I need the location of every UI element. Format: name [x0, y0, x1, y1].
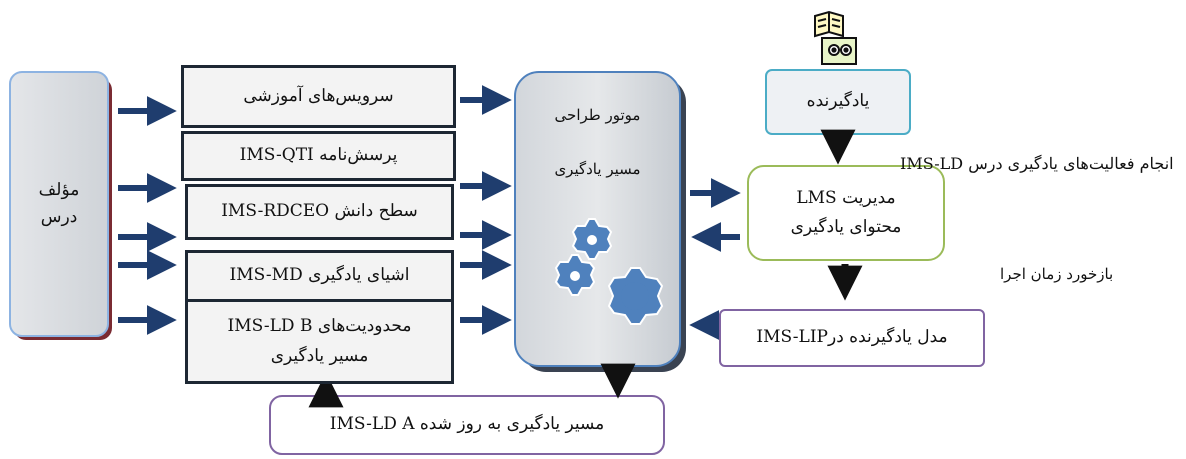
author-label: مؤلف درس [10, 72, 108, 336]
constraints-line2: مسیر یادگیری [270, 345, 369, 366]
learner-model-box [719, 309, 985, 367]
author-to-services-arrows [118, 96, 177, 335]
lms-label: مدیریت LMS محتوای یادگیری [748, 166, 944, 260]
gear-holes [570, 235, 649, 310]
activities-label: انجام فعالیت‌های یادگیری درس IMS-LD [900, 154, 1174, 173]
vertical-flow-arrows [308, 129, 863, 408]
author-line2: درس [40, 207, 78, 227]
constraints-line1: محدودیت‌های IMS-LD B [227, 316, 412, 337]
updated-path-label: مسیر یادگیری به روز شده IMS-LD A [329, 414, 605, 435]
updated-path-box [269, 395, 665, 455]
services-to-engine-arrows [460, 85, 512, 335]
engine-line1: موتور طراحی [554, 106, 641, 124]
feedback-label: بازخورد زمان اجرا [1000, 265, 1114, 283]
service-rdceo-label: سطح دانش IMS-RDCEO [221, 201, 418, 222]
service-qti: پرسش‌نامه IMS-QTI [181, 131, 456, 181]
learner-label: یادگیرنده [806, 91, 870, 112]
service-md: اشیای یادگیری IMS-MD [185, 250, 454, 302]
service-rdceo: سطح دانش IMS-RDCEO [185, 184, 454, 240]
reading-learner-icon [814, 10, 857, 65]
constraints-box: محدودیت‌های IMS-LD B مسیر یادگیری [185, 299, 454, 384]
service-educational-label: سرویس‌های آموزشی [243, 85, 394, 106]
lms-line1: مدیریت LMS [796, 187, 896, 208]
author-box [9, 71, 109, 337]
engine-lms-arrows [689, 178, 741, 340]
learner-model-label: مدل یادگیرنده درIMS-LIP [756, 327, 948, 348]
author-line1: مؤلف [38, 179, 80, 200]
engine-line2: مسیر یادگیری [554, 160, 641, 178]
service-qti-label: پرسش‌نامه IMS-QTI [239, 145, 398, 166]
lms-line2: محتوای یادگیری [790, 217, 902, 237]
service-md-label: اشیای یادگیری IMS-MD [229, 265, 410, 286]
lms-box [747, 165, 945, 261]
service-educational: سرویس‌های آموزشی [181, 65, 456, 128]
